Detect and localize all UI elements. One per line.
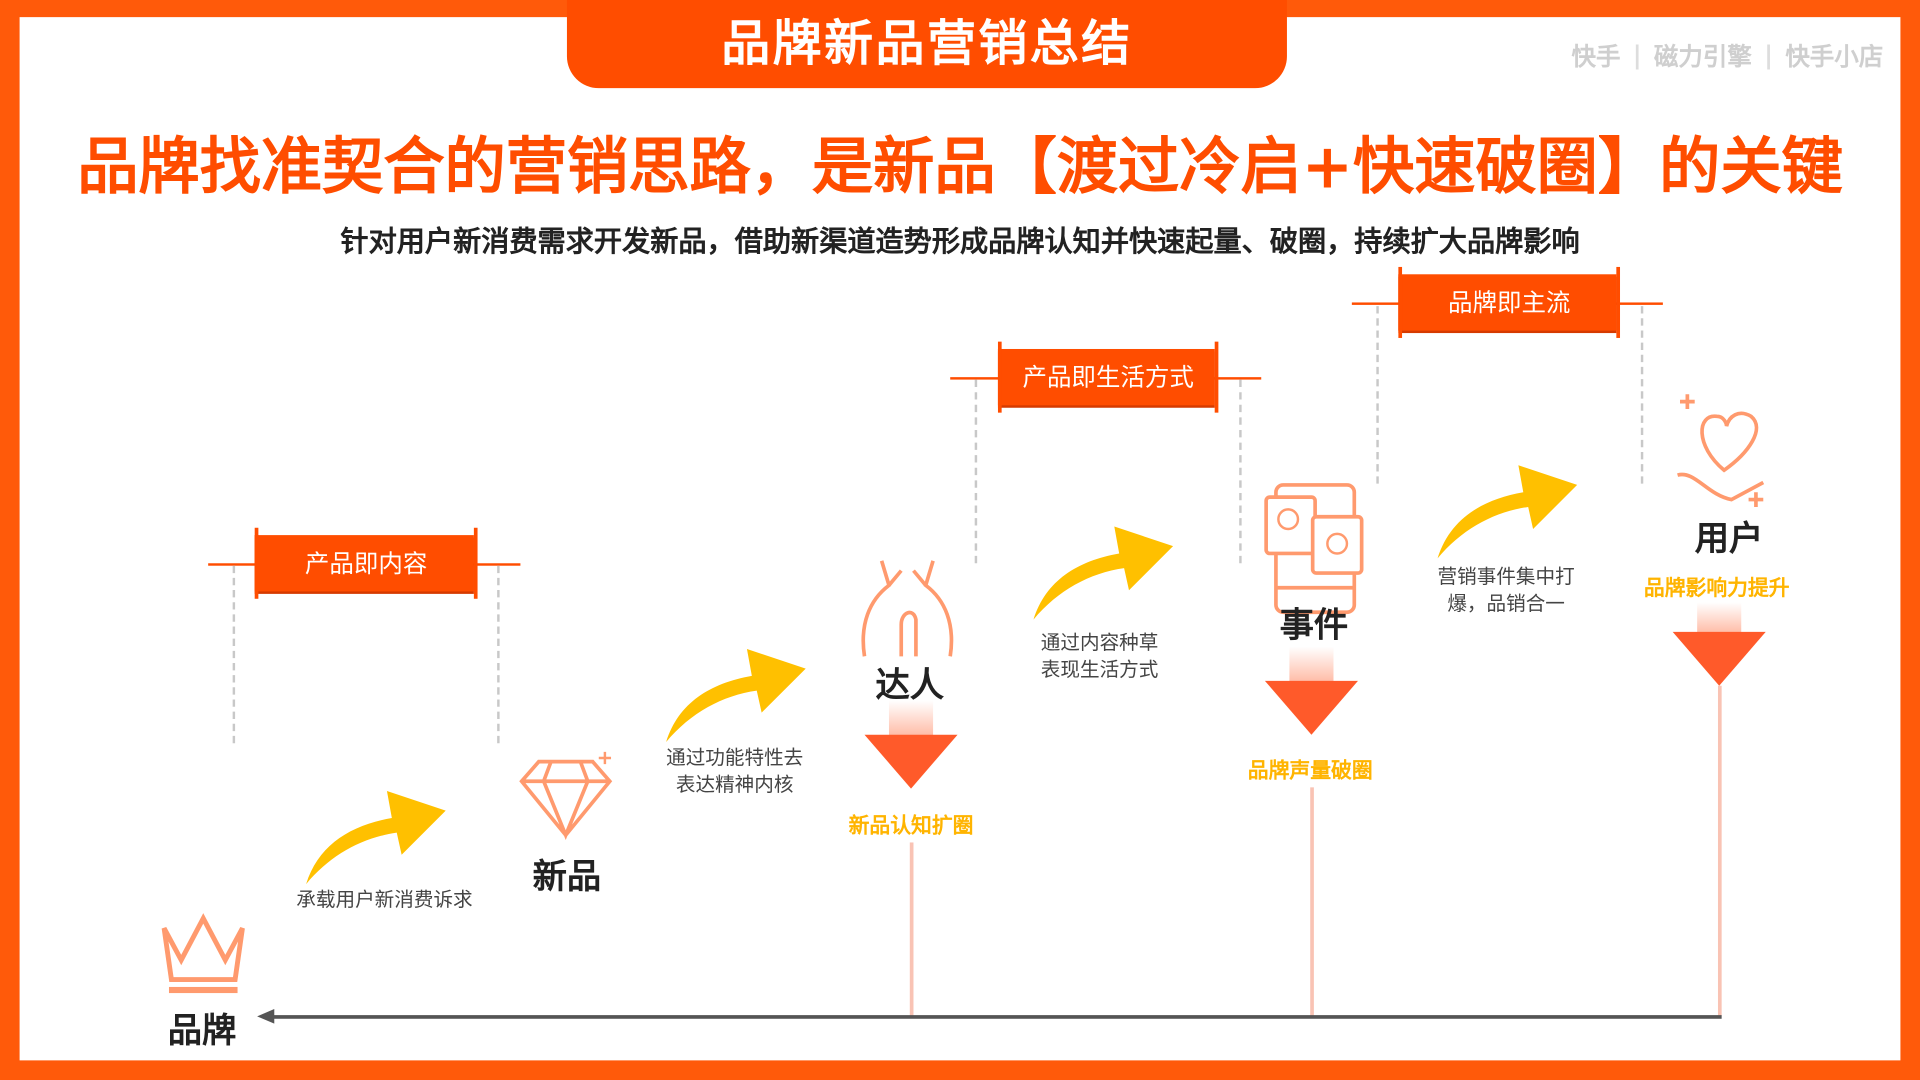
- tag-product-content: 产品即内容: [254, 527, 478, 599]
- kuaishou-store-logo: 快手小店: [1785, 41, 1884, 72]
- brand-logos: 快手| 磁力引擎| 快手小店: [1571, 37, 1883, 73]
- headline: 品牌找准契合的营销思路，是新品【渡过冷启+快速破圈】的关键: [77, 131, 1843, 203]
- curved-arrow-icon: [666, 648, 806, 743]
- down-arrow-stem: [1289, 646, 1334, 684]
- crown-icon: [161, 913, 245, 994]
- curved-arrow-icon: [1437, 465, 1578, 559]
- down-arrow-stem: [888, 700, 934, 738]
- cili-engine-logo: 磁力引擎: [1653, 41, 1752, 72]
- caption-product-to-influencer: 通过功能特性去 表达精神内核: [666, 745, 804, 796]
- slide-title: 品牌新品营销总结: [566, 0, 1287, 89]
- step-new-product: 新品: [532, 855, 602, 897]
- tag-product-lifestyle: 产品即生活方式: [997, 341, 1219, 413]
- dashed-guide: [497, 565, 500, 744]
- timeline-riser: [909, 842, 914, 1017]
- timeline-riser: [1717, 685, 1722, 1017]
- down-arrow-icon: [864, 734, 958, 789]
- caption-influencer-to-event: 通过内容种草 表现生活方式: [1040, 630, 1159, 681]
- dashed-guide: [1239, 379, 1242, 564]
- kuaishou-logo: 快手: [1571, 41, 1621, 72]
- arrow-left-icon: [257, 1008, 275, 1024]
- dashed-guide: [232, 565, 236, 744]
- step-user: 用户: [1694, 517, 1764, 559]
- outcome-voice-breakout: 品牌声量破圈: [1247, 759, 1373, 784]
- dashed-guide: [1640, 306, 1644, 484]
- timeline-axis: [271, 1015, 1722, 1019]
- outcome-influence-up: 品牌影响力提升: [1643, 576, 1790, 602]
- step-influencer: 达人: [875, 664, 945, 706]
- heart-hand-icon: [1677, 394, 1765, 507]
- diamond-icon: [519, 751, 613, 840]
- outcome-awareness: 新品认知扩圈: [848, 814, 974, 839]
- step-brand: 品牌: [167, 1010, 237, 1051]
- curved-arrow-icon: [306, 791, 446, 885]
- down-arrow-icon: [1672, 631, 1766, 686]
- timeline-riser: [1310, 787, 1314, 1017]
- phone-chat-icon: [1264, 483, 1364, 615]
- dashed-guide: [1376, 306, 1379, 484]
- tag-brand-mainstream: 品牌即主流: [1398, 266, 1621, 338]
- down-arrow-icon: [1264, 680, 1358, 735]
- hands-icon: [861, 560, 954, 657]
- caption-brand-to-product: 承载用户新消费诉求: [296, 887, 473, 912]
- caption-event-to-user: 营销事件集中打 爆，品销合一: [1437, 564, 1575, 615]
- subtitle: 针对用户新消费需求开发新品，借助新渠道造势形成品牌认知并快速起量、破圈，持续扩大…: [340, 226, 1580, 259]
- dashed-guide: [974, 379, 978, 564]
- down-arrow-stem: [1697, 602, 1742, 635]
- curved-arrow-icon: [1033, 526, 1174, 620]
- step-event: 事件: [1279, 604, 1349, 646]
